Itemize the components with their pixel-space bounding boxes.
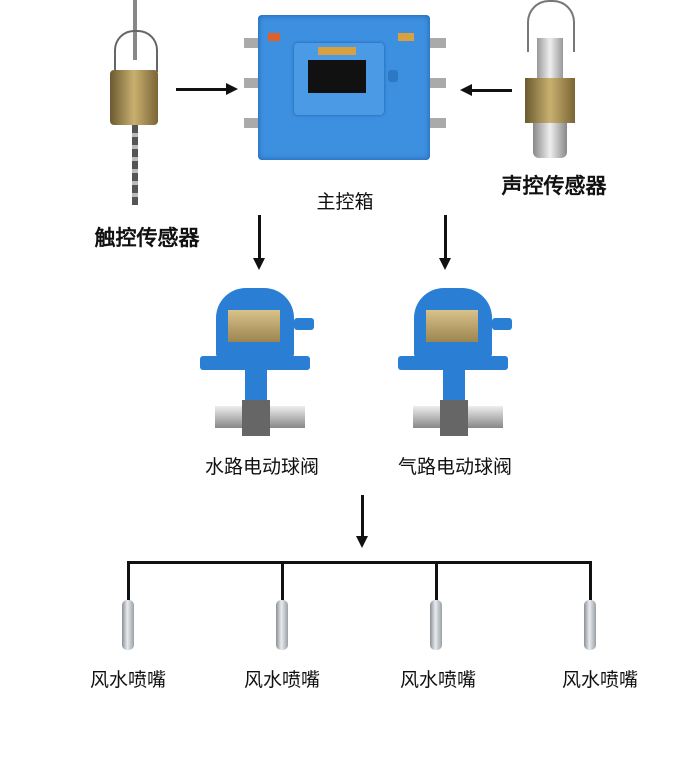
- nozzle-label: 风水喷嘴: [561, 669, 639, 691]
- branch-line: [281, 561, 284, 601]
- main-box-label: 主控箱: [316, 191, 374, 213]
- nozzle-image: [276, 600, 288, 650]
- water-valve-image: [200, 288, 322, 440]
- nozzle-label: 风水喷嘴: [243, 669, 321, 691]
- air-valve-label: 气路电动球阀: [397, 456, 513, 478]
- branch-line: [435, 561, 438, 601]
- arrow-touch-to-box: [176, 88, 228, 91]
- sound-sensor-image: [515, 0, 585, 160]
- nozzle-image: [122, 600, 134, 650]
- arrow-head: [356, 536, 368, 548]
- arrow-head: [460, 84, 472, 96]
- arrow-sound-to-box: [470, 89, 512, 92]
- sound-sensor-label: 声控传感器: [501, 174, 607, 198]
- water-valve-label: 水路电动球阀: [204, 456, 320, 478]
- touch-sensor-image: [100, 0, 170, 205]
- arrow-head: [253, 258, 265, 270]
- branch-line: [127, 561, 130, 601]
- arrow-head: [439, 258, 451, 270]
- nozzle-label: 风水喷嘴: [399, 669, 477, 691]
- air-valve-image: [398, 288, 520, 440]
- nozzle-label: 风水喷嘴: [89, 669, 167, 691]
- nozzle-image: [430, 600, 442, 650]
- distribution-line: [127, 561, 592, 564]
- arrow-valves-to-nozzles: [361, 495, 364, 537]
- nozzle-image: [584, 600, 596, 650]
- branch-line: [589, 561, 592, 601]
- arrow-head: [226, 83, 238, 95]
- main-control-box-image: [258, 15, 430, 160]
- arrow-box-to-air-valve: [444, 215, 447, 260]
- arrow-box-to-water-valve: [258, 215, 261, 260]
- touch-sensor-label: 触控传感器: [94, 226, 200, 250]
